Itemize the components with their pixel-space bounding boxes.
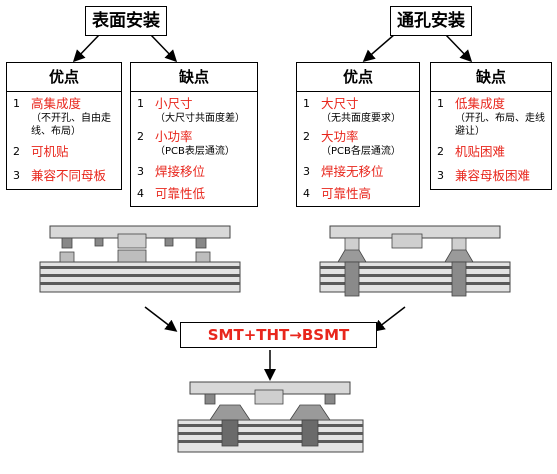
list-item: 3 焊接无移位 xyxy=(303,164,384,179)
smt-cons-header: 缺点 xyxy=(131,63,257,92)
list-item: 2 小功率 （PCB表层通流） xyxy=(137,129,235,157)
list-item: 4 可靠性高 xyxy=(303,186,372,201)
arrow-smt-merge xyxy=(144,306,178,332)
list-item: 4 可靠性低 xyxy=(137,186,206,201)
list-item: 1 小尺寸 （大尺寸共面度差） xyxy=(137,96,245,124)
merge-label: SMT+THT→BSMT xyxy=(180,322,377,348)
arrow-smt-pros xyxy=(72,33,101,63)
list-item: 3 兼容母板困难 xyxy=(437,168,531,183)
list-item: 3 焊接移位 xyxy=(137,164,206,179)
tht-pcb-illustration xyxy=(319,225,511,297)
list-item: 1 低集成度 （开孔、布局、走线避让） xyxy=(437,96,545,137)
smt-cons-table: 缺点 1 小尺寸 （大尺寸共面度差） 2 小功率 （PCB表层通流） 3 焊接移… xyxy=(130,62,258,207)
smt-pcb-illustration xyxy=(39,225,241,293)
smt-title: 表面安装 xyxy=(85,6,167,36)
list-item: 2 大功率 （PCB各层通流） xyxy=(303,129,401,157)
list-item: 2 机贴困难 xyxy=(437,144,506,159)
list-item: 2 可机贴 xyxy=(13,144,69,159)
arrow-smt-cons xyxy=(149,33,178,63)
arrow-tht-cons xyxy=(444,33,473,63)
smt-pros-header: 优点 xyxy=(7,63,121,92)
tht-pros-header: 优点 xyxy=(297,63,419,92)
smt-pros-table: 优点 1 高集成度 （不开孔、自由走线、布局） 2 可机贴 3 兼容不同母板 xyxy=(6,62,122,190)
list-item: 1 高集成度 （不开孔、自由走线、布局） xyxy=(13,96,111,137)
tht-cons-table: 缺点 1 低集成度 （开孔、布局、走线避让） 2 机贴困难 3 兼容母板困难 xyxy=(430,62,552,190)
list-item: 3 兼容不同母板 xyxy=(13,168,107,183)
tht-title: 通孔安装 xyxy=(390,6,472,36)
arrow-tht-merge xyxy=(372,306,406,332)
arrow-tht-pros xyxy=(362,33,396,62)
bsmt-pcb-illustration xyxy=(177,381,364,453)
tht-cons-header: 缺点 xyxy=(431,63,551,92)
tht-pros-table: 优点 1 大尺寸 （无共面度要求） 2 大功率 （PCB各层通流） 3 焊接无移… xyxy=(296,62,420,207)
list-item: 1 大尺寸 （无共面度要求） xyxy=(303,96,401,124)
